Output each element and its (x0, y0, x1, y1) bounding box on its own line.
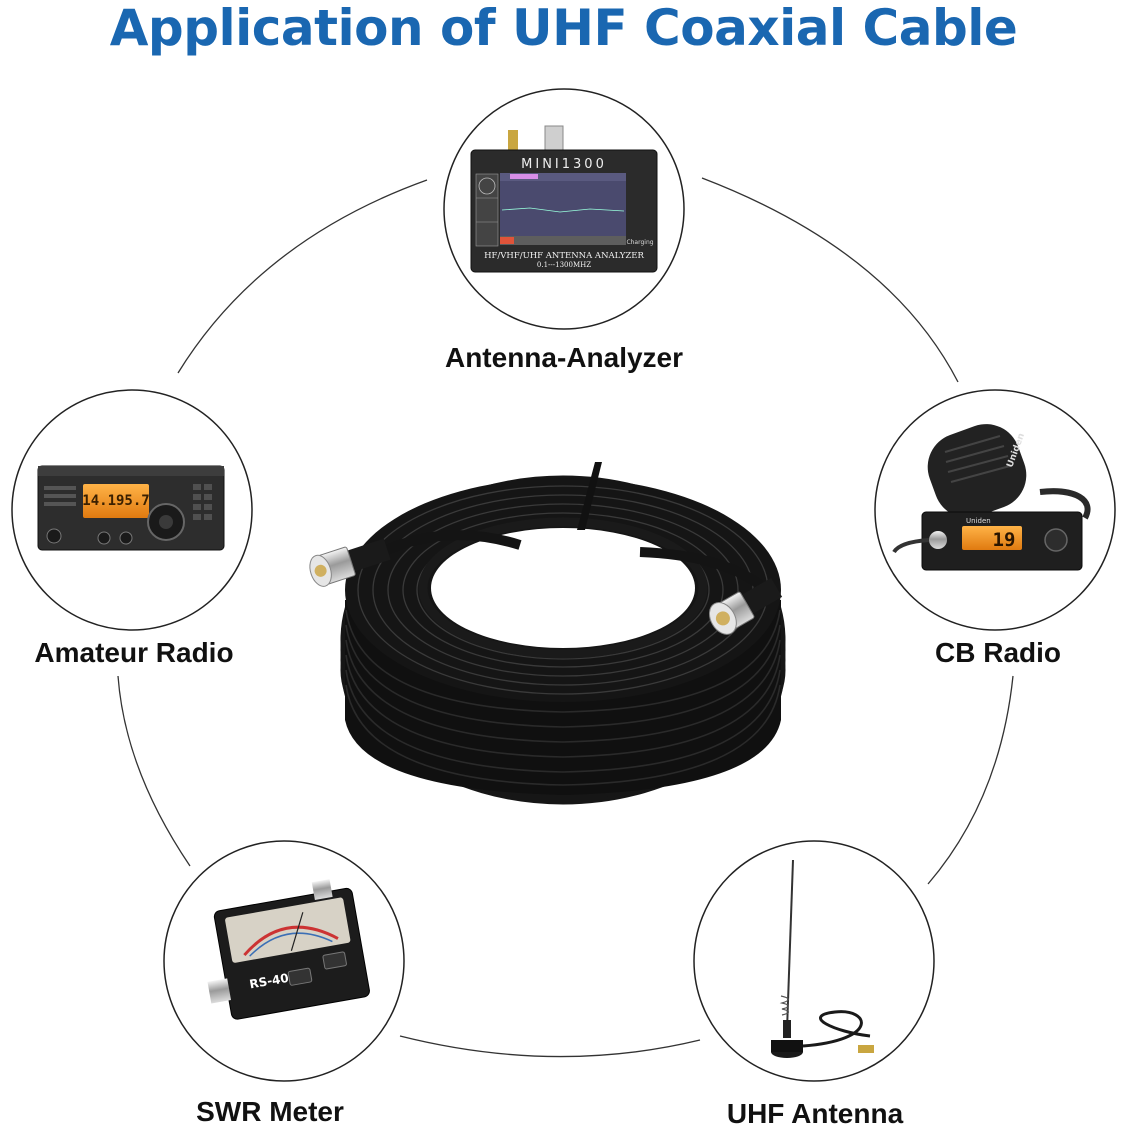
arc-left-bottom (117, 675, 191, 867)
antenna-analyzer-node: MINI1300 Charging HF/VHF/UHF ANTENNA ANA… (443, 88, 685, 330)
arc-top-right (701, 177, 959, 383)
analyzer-model-text: HF/VHF/UHF ANTENNA ANALYZER (484, 251, 644, 261)
cb-display-text: 19 (993, 529, 1016, 551)
arc-top-left (177, 179, 428, 374)
analyzer-brand-text: MINI1300 (521, 157, 607, 172)
uhf-antenna-node (693, 840, 935, 1082)
label-uhf-antenna: UHF Antenna (726, 1098, 904, 1129)
cb-radio-node: Uniden Uniden 19 (874, 389, 1116, 631)
left-uhf-connector (309, 538, 391, 587)
cb-brand-text: Uniden (966, 517, 991, 525)
antenna-analyzer-device: MINI1300 Charging HF/VHF/UHF ANTENNA ANA… (470, 125, 658, 273)
label-cb-radio: CB Radio (935, 637, 1061, 668)
magnetic-mount-antenna (771, 859, 874, 1058)
label-antenna-analyzer: Antenna-Analyzer (444, 342, 684, 373)
amateur-radio-transceiver: 14.195.7 (37, 465, 225, 551)
right-uhf-connector (708, 577, 783, 635)
analyzer-status-text: Charging (626, 239, 653, 246)
amateur-radio-node: 14.195.7 (11, 389, 253, 631)
swr-model-text: RS-40 (248, 971, 289, 992)
page-title: Application of UHF Coaxial Cable (109, 0, 1018, 57)
circle-frame (693, 840, 935, 1082)
arc-bottom (399, 1035, 701, 1058)
label-amateur-radio: Amateur Radio (34, 637, 234, 668)
label-swr-meter: SWR Meter (196, 1096, 344, 1127)
arc-right-bottom (927, 675, 1014, 885)
swr-meter: RS-40 (207, 879, 370, 1020)
coaxial-cable-coil (309, 462, 786, 805)
cb-radio-with-microphone: Uniden Uniden 19 (892, 424, 1091, 571)
radio-display-text: 14.195.7 (82, 493, 149, 509)
connector-arcs (117, 177, 1014, 1058)
analyzer-range-text: 0.1---1300MHZ (537, 261, 591, 269)
swr-meter-node: RS-40 (163, 840, 405, 1082)
